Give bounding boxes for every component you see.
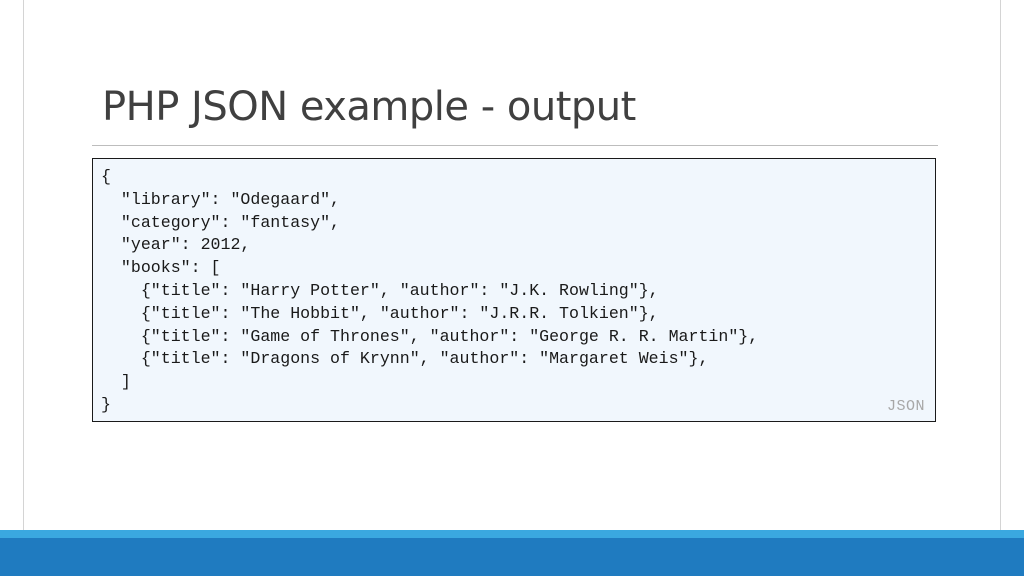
- code-line: ]: [101, 372, 131, 392]
- code-line: "library": "Odegaard",: [101, 189, 340, 209]
- code-line: {"title": "Dragons of Krynn", "author": …: [101, 349, 709, 369]
- footer-band: [0, 538, 1024, 576]
- language-label: JSON: [886, 398, 925, 415]
- code-line: "category": "fantasy",: [101, 212, 340, 232]
- code-line: {"title": "Game of Thrones", "author": "…: [101, 326, 759, 346]
- right-guide-line: [1000, 0, 1001, 530]
- code-line: "year": 2012,: [101, 235, 251, 255]
- code-line: "books": [: [101, 258, 221, 278]
- code-line: }: [101, 394, 111, 414]
- title-divider: [92, 145, 938, 146]
- footer-accent-band: [0, 530, 1024, 538]
- code-line: {: [101, 167, 111, 186]
- left-guide-line: [23, 0, 24, 530]
- code-line: {"title": "Harry Potter", "author": "J.K…: [101, 280, 659, 300]
- code-text: { "library": "Odegaard", "category": "fa…: [101, 166, 758, 417]
- slide-title: PHP JSON example - output: [102, 84, 636, 130]
- code-block: { "library": "Odegaard", "category": "fa…: [92, 158, 936, 422]
- code-line: {"title": "The Hobbit", "author": "J.R.R…: [101, 303, 659, 323]
